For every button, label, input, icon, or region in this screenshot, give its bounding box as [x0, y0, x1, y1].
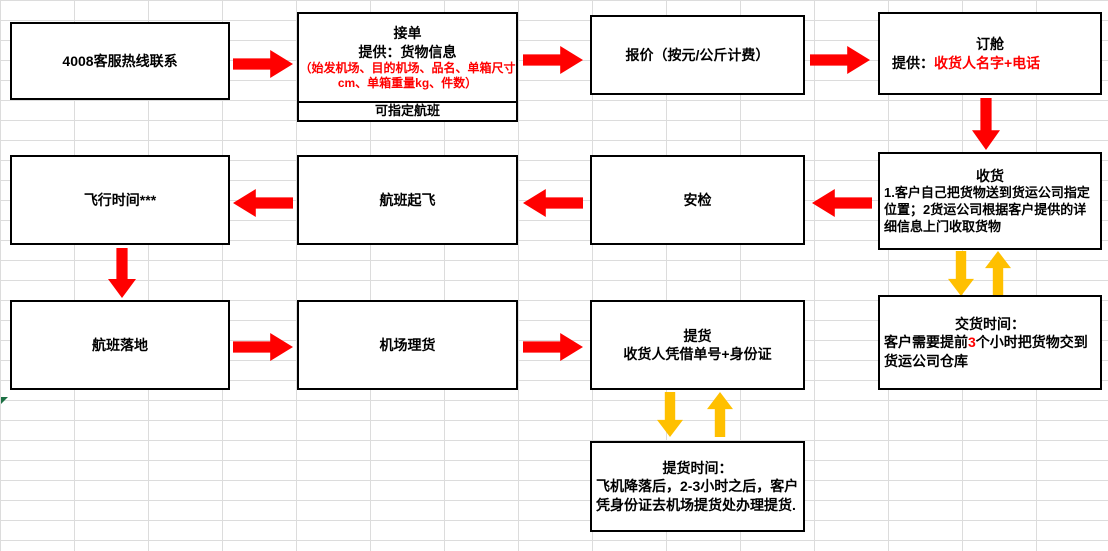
- order-footer-text: 可指定航班: [374, 103, 440, 119]
- yellow-arrow-up-icon: [707, 392, 733, 437]
- quote-text: 报价（按元/公斤计费）: [625, 46, 770, 63]
- box-security-check: 安检: [590, 155, 805, 245]
- landing-text: 航班落地: [92, 336, 148, 353]
- red-arrow-right-icon: [523, 333, 583, 361]
- red-arrow-down-icon: [108, 248, 136, 298]
- flight-time-text: 飞行时间***: [83, 191, 157, 208]
- order-title: 接单: [393, 25, 422, 42]
- booking-title: 订舱: [976, 36, 1004, 53]
- cell-flag-icon: [1, 397, 8, 404]
- red-arrow-left-icon: [523, 189, 583, 217]
- delivery-time-body: 客户需要提前3个小时把货物交到货运公司仓库: [880, 333, 1100, 369]
- receive-body: 1.客户自己把货物送到货运公司指定位置；2货运公司根据客户提供的详细信息上门收取…: [884, 184, 1090, 234]
- box-booking: 订舱 提供：收货人名字+电话: [878, 12, 1102, 95]
- box-order-footer: 可指定航班: [297, 101, 518, 122]
- pickup-line2: 收货人凭借单号+身份证: [623, 346, 772, 362]
- delivery-time-body-pre: 客户需要提前: [884, 334, 968, 351]
- box-pickup: 提货 收货人凭借单号+身份证: [590, 300, 805, 390]
- box-delivery-time: 交货时间： 客户需要提前3个小时把货物交到货运公司仓库: [878, 295, 1102, 390]
- tally-text: 机场理货: [379, 336, 436, 353]
- booking-provide-line: 提供：收货人名字+电话: [880, 54, 1100, 72]
- box-tally: 机场理货: [297, 300, 518, 390]
- security-check-text: 安检: [683, 191, 712, 208]
- order-provide: 提供：货物信息: [358, 43, 457, 60]
- yellow-arrow-down-icon: [657, 392, 683, 437]
- order-detail: （始发机场、目的机场、品名、单箱尺寸cm、单箱重量kg、件数）: [299, 60, 516, 90]
- box-hotline: 4008客服热线联系: [10, 22, 230, 100]
- yellow-arrow-down-icon: [948, 251, 974, 296]
- delivery-time-body-post: 个小时把货物交到货运公司仓库: [884, 334, 1088, 369]
- yellow-arrow-up-icon: [985, 251, 1011, 296]
- red-arrow-right-icon: [233, 333, 293, 361]
- box-landing: 航班落地: [10, 300, 230, 390]
- pickup-title: 提货: [683, 327, 712, 344]
- box-flight-time: 飞行时间***: [10, 155, 230, 245]
- receive-title: 收货: [976, 167, 1004, 184]
- booking-provide-label: 提供：: [892, 54, 934, 71]
- hotline-text: 4008客服热线联系: [62, 52, 178, 69]
- red-arrow-left-icon: [812, 189, 872, 217]
- delivery-time-title: 交货时间：: [955, 316, 1025, 333]
- box-receive: 收货 1.客户自己把货物送到货运公司指定位置；2货运公司根据客户提供的详细信息上…: [878, 152, 1102, 250]
- red-arrow-right-icon: [523, 46, 583, 74]
- red-arrow-right-icon: [810, 46, 870, 74]
- red-arrow-right-icon: [233, 50, 293, 78]
- box-order: 接单 提供：货物信息 （始发机场、目的机场、品名、单箱尺寸cm、单箱重量kg、件…: [297, 12, 518, 103]
- red-arrow-down-icon: [972, 98, 1000, 150]
- takeoff-text: 航班起飞: [379, 191, 436, 208]
- box-quote: 报价（按元/公斤计费）: [590, 15, 805, 95]
- pickup-time-title: 提货时间：: [662, 460, 733, 477]
- pickup-time-body: 飞机降落后，2-3小时之后，客户凭身份证去机场提货处办理提货.: [596, 478, 799, 513]
- delivery-time-body-red: 3: [968, 334, 976, 351]
- red-arrow-left-icon: [233, 189, 293, 217]
- booking-provide-value: 收货人名字+电话: [934, 54, 1041, 71]
- box-takeoff: 航班起飞: [297, 155, 518, 245]
- box-pickup-time: 提货时间： 飞机降落后，2-3小时之后，客户凭身份证去机场提货处办理提货.: [590, 441, 805, 532]
